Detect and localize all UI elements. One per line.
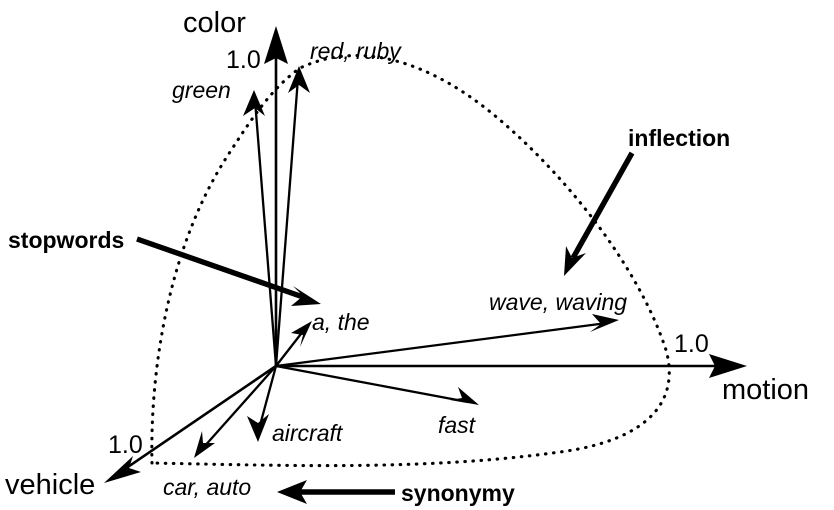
- relation-label-inflection: inflection: [628, 125, 730, 151]
- hull-curve-path: [150, 54, 671, 468]
- axis-color: [264, 26, 288, 366]
- vector-red-ruby-arrowhead: [288, 66, 310, 93]
- vector-aircraft-line: [257, 365, 278, 430]
- axis-label-motion: motion: [722, 374, 809, 406]
- vector-a-the-line: [275, 329, 305, 367]
- unit-norm-hull: [150, 54, 671, 468]
- vector-fast: [275, 364, 479, 405]
- vector-wave-waving-arrowhead: [590, 314, 619, 332]
- callout-stopwords-line: [136, 236, 304, 300]
- axis-color-arrowhead: [264, 26, 288, 64]
- axis-vehicle-arrowhead: [104, 456, 141, 483]
- vector-fast-arrowhead: [450, 387, 479, 405]
- axis-vehicle: [104, 364, 277, 483]
- vector-wave-waving-line: [275, 321, 608, 368]
- callout-stopwords-arrowhead: [291, 286, 321, 306]
- vector-green-line: [253, 99, 278, 367]
- vector-aircraft-arrowhead: [247, 414, 269, 442]
- axis-motion-arrowhead: [709, 354, 747, 378]
- vector-a-the: [275, 321, 312, 367]
- word-label-car-auto: car, auto: [163, 474, 251, 500]
- vector-green-arrowhead: [243, 90, 265, 116]
- word-label-wave-waving: wave, waving: [489, 289, 627, 315]
- word-label-green: green: [172, 77, 231, 103]
- word-label-a-the: a, the: [312, 309, 370, 335]
- vector-red-ruby-line: [274, 77, 300, 367]
- axis-motion: [276, 354, 747, 378]
- callout-inflection: [564, 151, 635, 276]
- axis-tick-color: 1.0: [226, 46, 261, 74]
- axis-label-color: color: [183, 7, 246, 39]
- vector-green: [243, 90, 278, 367]
- relation-label-stopwords: stopwords: [8, 227, 124, 253]
- callout-inflection-line: [570, 151, 635, 260]
- callout-synonymy: [277, 480, 395, 504]
- vector-fast-line: [275, 364, 469, 404]
- callout-synonymy-arrowhead: [277, 480, 307, 504]
- word-label-red-ruby: red, ruby: [310, 38, 402, 64]
- word-label-fast: fast: [438, 412, 477, 438]
- axis-label-vehicle: vehicle: [5, 469, 95, 501]
- callout-stopwords: [136, 236, 321, 306]
- vector-wave-waving: [275, 314, 619, 368]
- vector-car-auto-arrowhead: [194, 431, 215, 458]
- word-label-aircraft: aircraft: [272, 420, 344, 446]
- callout-inflection-arrowhead: [564, 246, 586, 276]
- axis-vehicle-line: [121, 364, 277, 473]
- vector-red-ruby: [274, 66, 310, 367]
- axis-tick-vehicle: 1.0: [108, 431, 143, 459]
- vector-aircraft: [247, 365, 278, 442]
- axis-tick-motion: 1.0: [674, 330, 709, 358]
- relation-label-synonymy: synonymy: [401, 480, 515, 506]
- vector-car-auto: [194, 365, 277, 458]
- vector-a-the-arrowhead: [291, 321, 312, 347]
- vector-car-auto-line: [202, 365, 277, 449]
